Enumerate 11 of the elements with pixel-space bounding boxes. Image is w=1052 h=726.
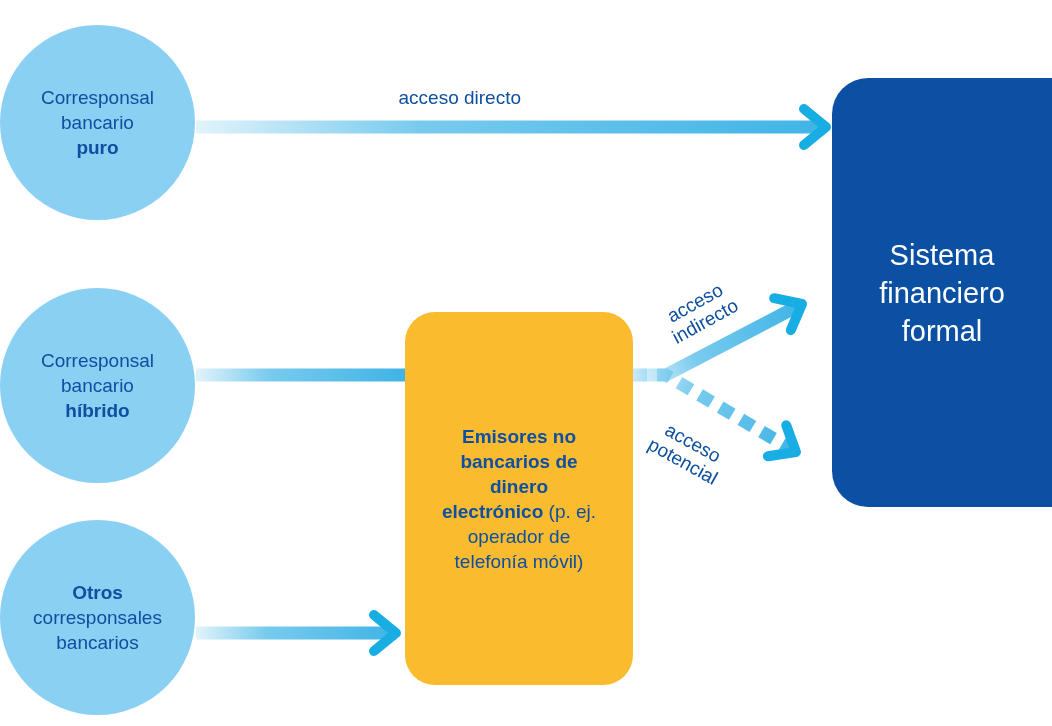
node-text: Corresponsal bancario híbrido [41, 349, 154, 423]
node-text: Otros corresponsales bancarios [33, 581, 162, 655]
node-text: Corresponsal bancario puro [41, 86, 154, 160]
edge-label: acceso directo [398, 86, 521, 108]
node-text: Sistema financiero formal [878, 237, 1006, 349]
node-text: Emisores no bancarios de dinero electrónico (p. ej. operador de telefonía móvil) [441, 424, 597, 574]
arrow [196, 610, 401, 656]
target-box [832, 78, 1052, 507]
process-box [405, 312, 633, 685]
arrow [196, 104, 831, 150]
arrow [633, 368, 801, 462]
